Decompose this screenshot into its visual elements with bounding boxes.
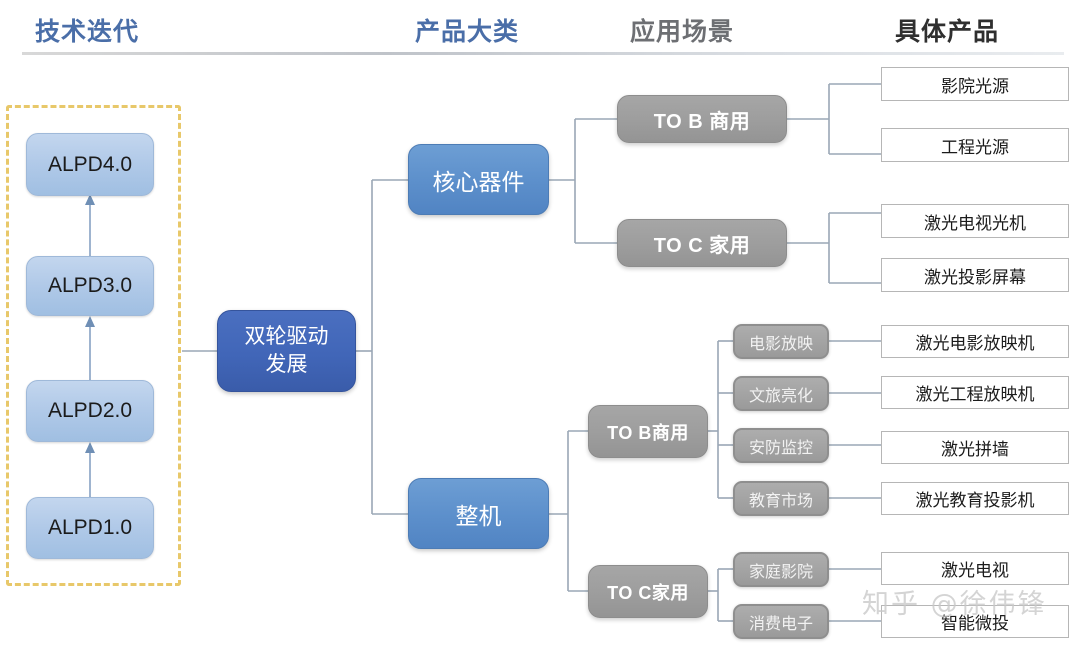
- product-engineering-light-source[interactable]: 工程光源: [881, 128, 1069, 162]
- product-laser-video-wall[interactable]: 激光拼墙: [881, 431, 1069, 464]
- sub-scenario-home-theater[interactable]: 家庭影院: [733, 552, 829, 587]
- technology-iteration-group-frame: [6, 105, 181, 586]
- scenario-to-b-commercial-core[interactable]: TO B 商用: [617, 95, 787, 143]
- product-laser-education-projector[interactable]: 激光教育投影机: [881, 482, 1069, 515]
- header-divider-rule: [22, 52, 1064, 55]
- tech-node-alpd4[interactable]: ALPD4.0: [26, 133, 154, 196]
- category-core-components[interactable]: 核心器件: [408, 144, 549, 215]
- sub-scenario-consumer-electronics[interactable]: 消费电子: [733, 604, 829, 639]
- product-laser-tv-optical-engine[interactable]: 激光电视光机: [881, 204, 1069, 238]
- scenario-to-c-home-machine[interactable]: TO C家用: [588, 565, 708, 618]
- sub-scenario-security-monitoring[interactable]: 安防监控: [733, 428, 829, 463]
- tech-node-alpd3[interactable]: ALPD3.0: [26, 256, 154, 316]
- zhihu-watermark: 知乎 @徐伟锋: [862, 589, 1047, 620]
- tech-node-alpd1[interactable]: ALPD1.0: [26, 497, 154, 559]
- hub-node-dual-drive[interactable]: 双轮驱动 发展: [217, 310, 356, 392]
- tech-node-alpd2[interactable]: ALPD2.0: [26, 380, 154, 442]
- category-whole-machine[interactable]: 整机: [408, 478, 549, 549]
- product-laser-cinema-projector[interactable]: 激光电影放映机: [881, 325, 1069, 358]
- product-laser-projection-screen[interactable]: 激光投影屏幕: [881, 258, 1069, 292]
- column-header-technology: 技术迭代: [35, 18, 140, 46]
- sub-scenario-culture-tourism-lighting[interactable]: 文旅亮化: [733, 376, 829, 411]
- column-header-product-category: 产品大类: [415, 18, 520, 46]
- sub-scenario-education-market[interactable]: 教育市场: [733, 481, 829, 516]
- product-cinema-light-source[interactable]: 影院光源: [881, 67, 1069, 101]
- product-laser-engineering-projector[interactable]: 激光工程放映机: [881, 376, 1069, 409]
- scenario-to-c-home-core[interactable]: TO C 家用: [617, 219, 787, 267]
- product-smart-mini-projector[interactable]: 智能微投: [881, 605, 1069, 638]
- column-header-application-scenario: 应用场景: [630, 18, 735, 46]
- scenario-to-b-commercial-machine[interactable]: TO B商用: [588, 405, 708, 458]
- column-header-specific-product: 具体产品: [895, 18, 1000, 46]
- product-laser-tv[interactable]: 激光电视: [881, 552, 1069, 585]
- sub-scenario-cinema-screening[interactable]: 电影放映: [733, 324, 829, 359]
